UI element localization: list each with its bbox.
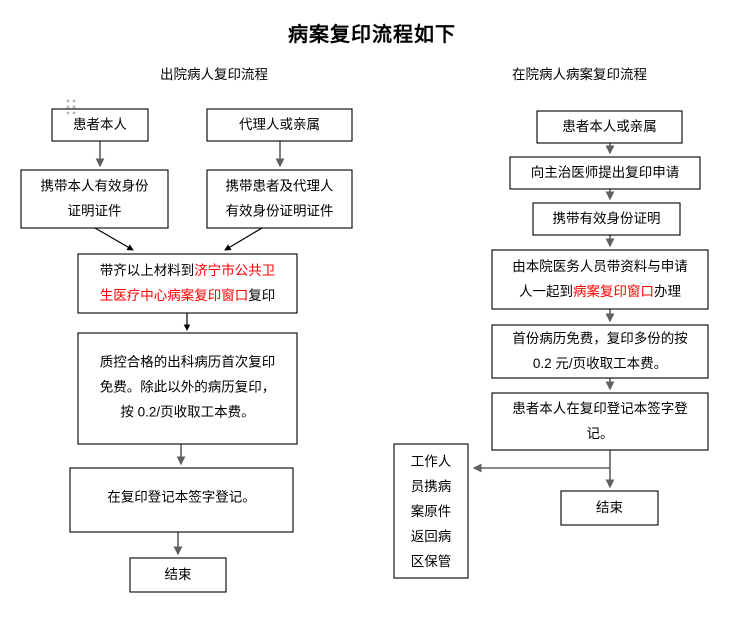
flow-node-R1[interactable]: 患者本人或亲属 (536, 110, 683, 144)
node-text-line: 首份病历免费，复印多份的按 (512, 330, 688, 346)
flow-node-L1a[interactable]: 患者本人 (51, 108, 149, 142)
node-text-line: 带齐以上材料到济宁市公共卫 (100, 262, 276, 278)
node-text-line: 患者本人 (73, 117, 127, 132)
flow-node-R2[interactable]: 向主治医师提出复印申请 (509, 156, 701, 190)
node-text-line: 患者本人或亲属 (562, 119, 657, 134)
node-text-line: 免费。除此以外的病历复印， (100, 378, 276, 394)
node-text-line: 记。 (587, 426, 614, 441)
selection-handles-artifact (66, 99, 76, 115)
flow-node-L6[interactable]: 结束 (129, 557, 227, 593)
page-title: 病案复印流程如下 (288, 24, 456, 46)
column-subtitle-left: 出院病人复印流程 (160, 67, 268, 82)
node-text-line: 案原件 (411, 503, 452, 519)
selection-handle-dot (72, 111, 76, 115)
node-text-line: 工作人 (411, 454, 452, 469)
node-box (206, 108, 353, 142)
node-box (77, 332, 298, 445)
node-text-line: 按 0.2/页收取工本费。 (120, 404, 254, 419)
flow-node-L1b[interactable]: 代理人或亲属 (206, 108, 353, 142)
node-box (491, 392, 709, 451)
node-text-line: 有效身份证明证件 (226, 203, 334, 218)
edges-layer (94, 141, 615, 556)
node-box (491, 324, 709, 379)
node-box (77, 253, 298, 314)
node-box (69, 467, 294, 533)
selection-handle-dot (66, 105, 70, 109)
node-text-line: 携带有效身份证明 (553, 211, 661, 226)
node-text-line: 员携病 (411, 479, 452, 494)
selection-handle-dot (72, 99, 76, 103)
node-box (206, 169, 353, 229)
flow-node-R7[interactable]: 结束 (560, 490, 659, 526)
selection-handle-dot (66, 111, 70, 115)
node-text-line: 在复印登记本签字登记。 (107, 488, 256, 504)
node-text-line: 携带患者及代理人 (226, 178, 334, 193)
node-text-line: 证明证件 (68, 203, 122, 218)
node-text-line: 0.2 元/页收取工本费。 (533, 356, 667, 371)
node-text-line: 结束 (165, 567, 192, 582)
column-subtitle-right: 在院病人病案复印流程 (512, 67, 647, 82)
node-box (20, 169, 169, 229)
node-box (491, 249, 709, 310)
node-text-line: 区保管 (411, 554, 452, 569)
nodes-layer: 患者本人代理人或亲属携带本人有效身份证明证件携带患者及代理人有效身份证明证件带齐… (20, 108, 709, 593)
flow-arrow-L2b-to-L3 (224, 227, 263, 251)
node-text-line: 向主治医师提出复印申请 (531, 164, 680, 180)
node-text-line: 返回病 (411, 529, 452, 544)
flow-node-L5[interactable]: 在复印登记本签字登记。 (69, 467, 294, 533)
flow-node-R3[interactable]: 携带有效身份证明 (532, 202, 681, 236)
selection-handle-dot (66, 99, 70, 103)
node-text-line: 代理人或亲属 (239, 117, 320, 132)
node-text-line: 质控合格的出科病历首次复印 (100, 353, 276, 369)
node-box (536, 110, 683, 144)
node-box (129, 557, 227, 593)
flow-arrow-L2a-to-L3 (94, 227, 134, 251)
node-box (509, 156, 701, 190)
node-box (393, 443, 469, 579)
node-text-line: 患者本人在复印登记本签字登 (512, 400, 688, 416)
node-text-line: 由本院医务人员带资料与申请 (512, 259, 688, 274)
node-text-line: 携带本人有效身份 (41, 178, 149, 193)
flow-node-R5[interactable]: 首份病历免费，复印多份的按 0.2 元/页收取工本费。 (491, 324, 709, 379)
selection-handle-dot (72, 105, 76, 109)
node-box (532, 202, 681, 236)
node-box (560, 490, 659, 526)
node-text-line: 生医疗中心病案复印窗口复印 (100, 287, 276, 303)
node-box (51, 108, 149, 142)
node-text-line: 结束 (596, 500, 624, 515)
node-text-line: 人一起到病案复印窗口办理 (519, 283, 682, 299)
